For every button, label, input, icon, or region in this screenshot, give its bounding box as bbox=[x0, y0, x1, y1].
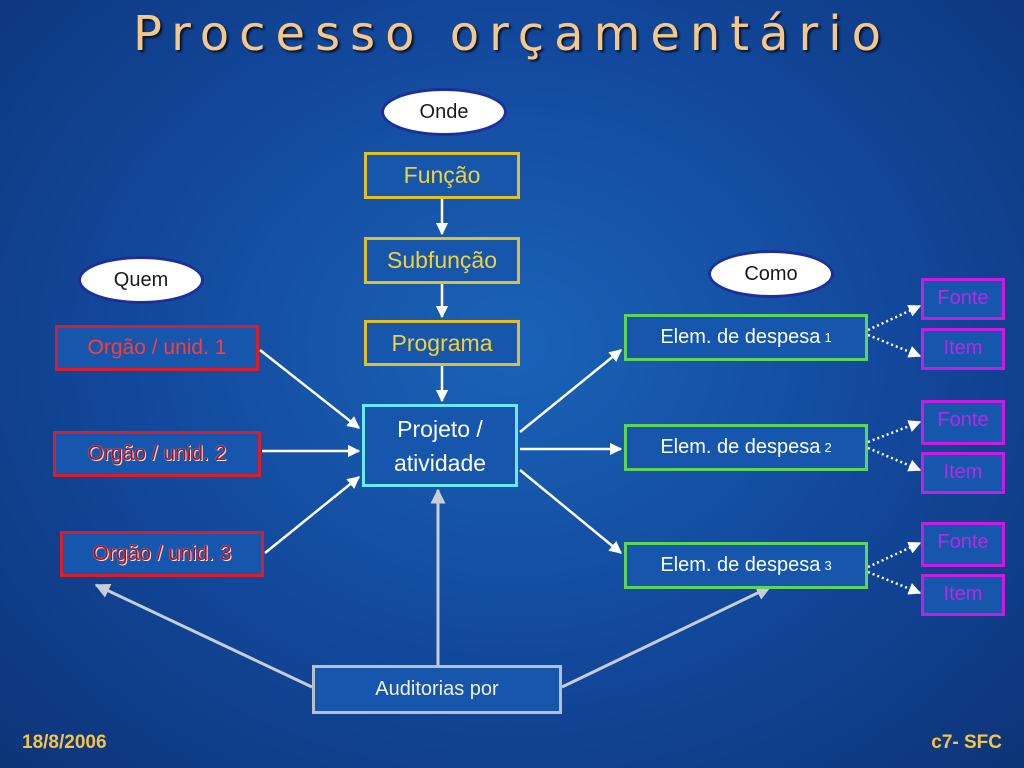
orgao-unid-2-box: Orgão / unid. 2 bbox=[53, 431, 261, 477]
dotted-arrow-elem2-fonte bbox=[867, 420, 922, 444]
arrow-auditorias-elem3 bbox=[561, 585, 772, 689]
dotted-arrow-elem1-fonte bbox=[867, 304, 922, 332]
arrow-orgao1-projeto bbox=[259, 349, 360, 429]
item-box-3: Item bbox=[921, 574, 1005, 616]
dotted-arrow-elem3-item bbox=[867, 570, 922, 595]
elem-despesa-1-label: Elem. de despesa bbox=[660, 326, 821, 348]
fonte-box-3: Fonte bbox=[921, 522, 1005, 567]
fonte-box-2: Fonte bbox=[921, 400, 1005, 445]
footer-slide-number: c7- SFC bbox=[931, 732, 1002, 753]
projeto-line2: atividade bbox=[393, 449, 487, 476]
footer-date: 18/8/2006 bbox=[22, 732, 107, 753]
elem-despesa-2-label: Elem. de despesa bbox=[660, 436, 821, 458]
elem-despesa-3-label: Elem. de despesa bbox=[660, 554, 821, 576]
programa-box: Programa bbox=[364, 320, 520, 366]
orgao-unid-1-box: Orgão / unid. 1 bbox=[55, 325, 259, 371]
orgao-unid-3-box: Orgão / unid. 3 bbox=[60, 531, 264, 577]
auditorias-box: Auditorias por bbox=[312, 665, 562, 714]
arrow-projeto-elem1 bbox=[519, 349, 622, 433]
arrow-auditorias-orgao3 bbox=[94, 583, 313, 689]
slide-title: Processo orçamentário bbox=[133, 6, 891, 62]
funcao-box: Função bbox=[364, 152, 520, 199]
subfuncao-box: Subfunção bbox=[364, 237, 520, 284]
elem-despesa-1-index: 1 bbox=[824, 330, 832, 345]
quem-oval: Quem bbox=[78, 256, 204, 304]
elem-despesa-2-index: 2 bbox=[824, 440, 832, 455]
dotted-arrow-elem2-item bbox=[867, 446, 922, 472]
item-box-1: Item bbox=[921, 328, 1005, 370]
fonte-box-1: Fonte bbox=[921, 278, 1005, 320]
arrow-orgao3-projeto bbox=[264, 476, 360, 554]
dotted-arrow-elem3-fonte bbox=[867, 541, 922, 569]
dotted-arrow-elem1-item bbox=[867, 333, 922, 358]
elem-despesa-3-index: 3 bbox=[824, 558, 832, 573]
projeto-line1: Projeto / bbox=[397, 415, 483, 442]
item-box-2: Item bbox=[921, 452, 1005, 494]
arrow-projeto-elem3 bbox=[519, 469, 622, 554]
como-oval: Como bbox=[708, 250, 834, 298]
onde-oval: Onde bbox=[381, 88, 507, 136]
projeto-atividade-box: Projeto / atividade bbox=[362, 404, 518, 487]
